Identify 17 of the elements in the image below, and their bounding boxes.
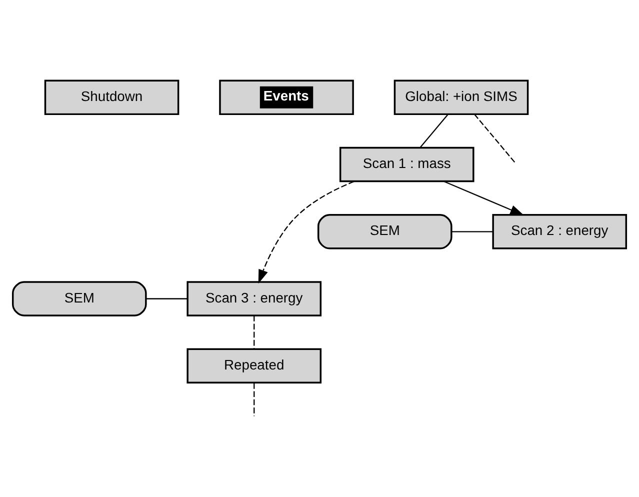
node-box: Scan 2 : energy	[492, 214, 628, 249]
node-box: SEM	[12, 280, 147, 316]
connector	[146, 298, 188, 299]
connector	[474, 113, 516, 164]
connector	[451, 230, 493, 232]
arrow	[258, 180, 354, 284]
node-box: Scan 3 : energy	[186, 280, 322, 316]
node-box: Global: +ion SIMS	[394, 79, 529, 115]
node-box: Shutdown	[44, 79, 180, 115]
node-box: Events	[219, 79, 354, 115]
arrow	[444, 180, 524, 215]
node-box: Repeated	[186, 348, 322, 384]
connector	[254, 382, 255, 416]
node-box: SEM	[317, 214, 452, 249]
connector	[420, 113, 449, 148]
node-box: Scan 1 : mass	[339, 146, 474, 182]
connector	[254, 315, 255, 348]
